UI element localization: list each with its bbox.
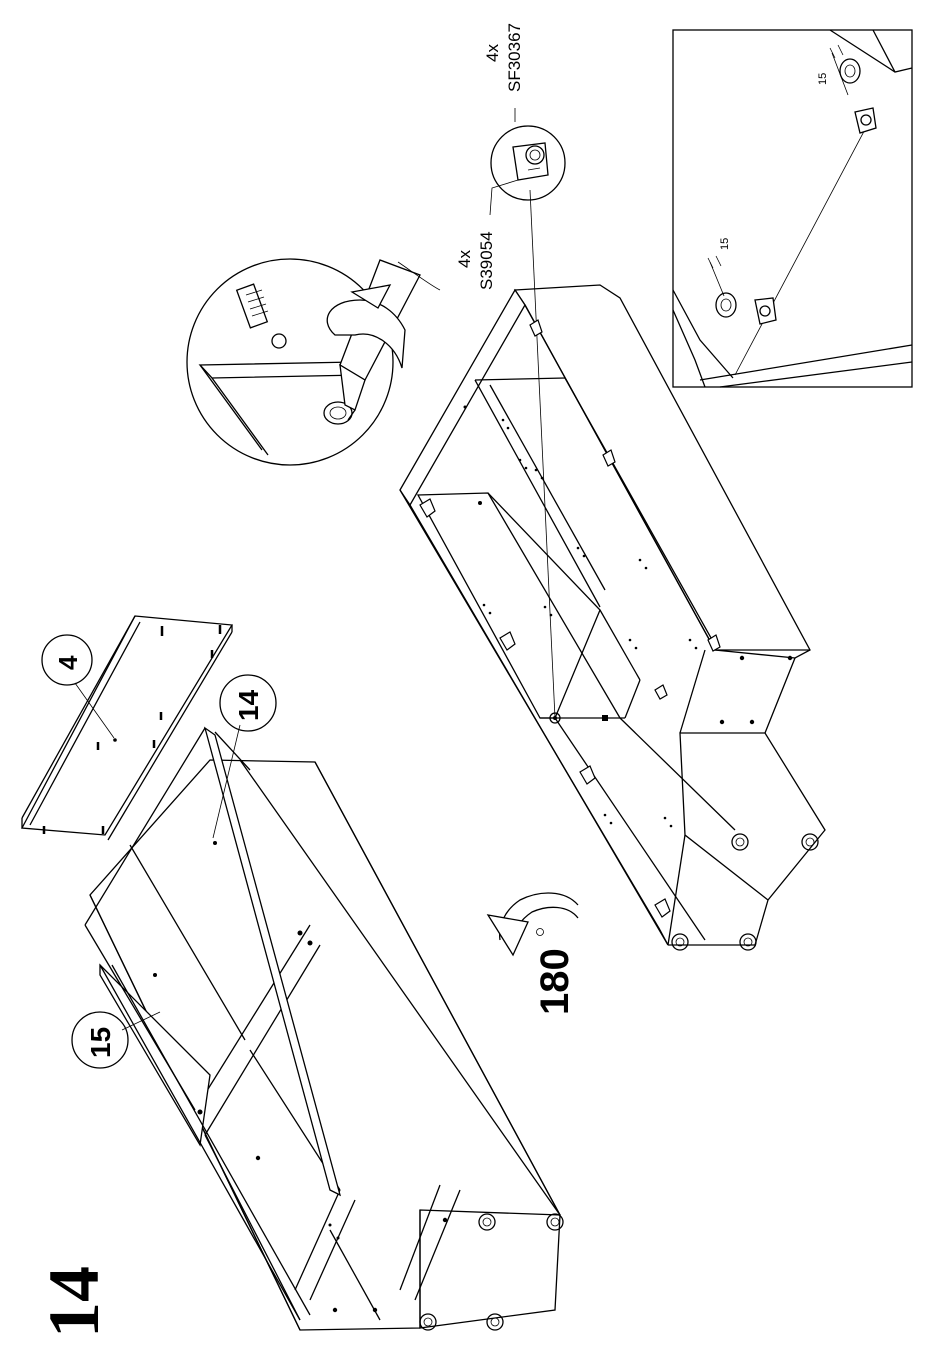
dimension-top: 15 <box>817 73 829 85</box>
corner-detail-box: 15 15 <box>673 30 912 387</box>
step-number: 14 <box>34 1266 114 1338</box>
svg-text:4x: 4x <box>455 250 474 268</box>
hardware-label-cam-bolt: 4x S39054 <box>455 231 496 290</box>
svg-text:180: 180 <box>533 948 577 1015</box>
rotate-180-indicator: 180 <box>488 893 578 1015</box>
svg-text:15: 15 <box>85 1027 116 1058</box>
svg-text:4x: 4x <box>483 44 502 62</box>
svg-text:S39054: S39054 <box>477 231 496 290</box>
svg-text:SF30367: SF30367 <box>505 23 524 92</box>
svg-text:4: 4 <box>53 655 83 670</box>
hardware-label-cam-lock: 4x SF30367 <box>483 23 524 92</box>
cabinet-left <box>85 728 563 1330</box>
dimension-bottom: 15 <box>719 238 731 250</box>
hardware-detail <box>490 108 565 215</box>
cam-bolt-icon <box>237 284 286 348</box>
screwdriver-detail <box>187 259 440 465</box>
svg-text:14: 14 <box>233 689 264 721</box>
screwdriver-icon <box>340 260 420 420</box>
